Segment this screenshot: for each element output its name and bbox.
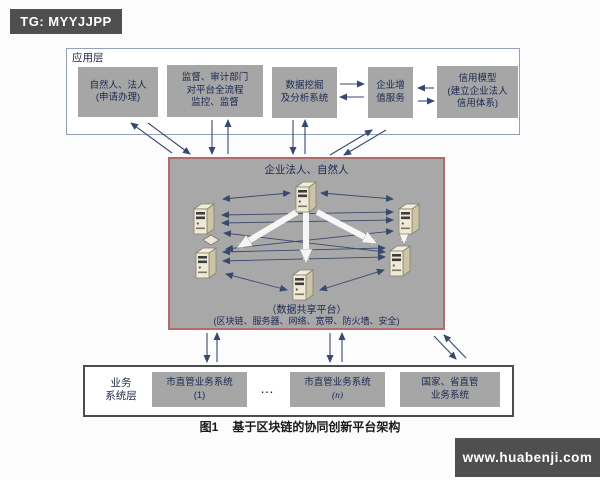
application-layer-label: 应用层: [72, 52, 104, 64]
business-layer-label-line: 业务: [110, 377, 132, 389]
figure-number: 图1: [199, 420, 219, 434]
node-text-line: 企业增: [376, 80, 405, 92]
platform-subtitle: （数据共享平台）: [266, 305, 347, 316]
node-text-line: 监督、审计部门: [181, 72, 249, 84]
node-text-line: 国家、省直管: [421, 377, 479, 389]
node-text-line: 对平台全流程: [186, 84, 244, 96]
watermark-bottom-right: www.huabenji.com: [455, 438, 600, 477]
node-value-added-service: 企业增 值服务: [368, 67, 413, 118]
node-text-line: 数据挖掘: [285, 80, 324, 92]
node-credit-model: 信用模型 (建立企业法人 信用体系): [437, 66, 518, 118]
node-supervision-audit: 监督、审计部门 对平台全流程 监控、监督: [167, 65, 263, 117]
node-data-mining: 数据挖掘 及分析系统: [272, 67, 337, 118]
platform-title: 企业法人、自然人: [264, 164, 349, 176]
node-text-line: 业务系统: [430, 389, 469, 401]
node-national-provincial-system: 国家、省直管 业务系统: [400, 372, 500, 407]
figure-caption: 图1 基于区块链的协同创新平台架构: [0, 418, 600, 435]
node-natural-legal-person: 自然人、法人 (申请办理): [78, 67, 158, 117]
business-layer-label-line: 系统层: [105, 390, 137, 403]
platform-components: (区块链、服务器、网络、宽带、防火墙、安全): [213, 316, 400, 326]
node-text-line: 自然人、法人: [89, 79, 147, 91]
node-text-line: (建立企业法人: [447, 85, 508, 97]
node-text-line: 市直管业务系统: [304, 377, 371, 389]
node-text-line: (1): [193, 389, 206, 401]
node-text-line: 信用体系): [456, 98, 499, 110]
node-city-system-n: 市直管业务系统 (n): [290, 372, 385, 407]
node-city-system-1: 市直管业务系统 (1): [152, 372, 247, 407]
node-text-line: 信用模型: [458, 73, 497, 85]
ellipsis: …: [260, 380, 276, 396]
watermark-top-left: TG: MYYJJPP: [10, 9, 122, 34]
node-text-line: 值服务: [376, 92, 405, 104]
figure-title: 基于区块链的协同创新平台架构: [232, 420, 401, 434]
node-text-line: 监控、监督: [191, 97, 239, 109]
business-layer-label: 业务 系统层: [95, 377, 147, 403]
platform-business-connectors: [203, 332, 467, 363]
node-text-line: 市直管业务系统: [166, 377, 233, 389]
node-text-line: (申请办理): [95, 92, 141, 103]
node-text-line: 及分析系统: [280, 92, 329, 104]
node-text-line: (n): [331, 390, 344, 401]
